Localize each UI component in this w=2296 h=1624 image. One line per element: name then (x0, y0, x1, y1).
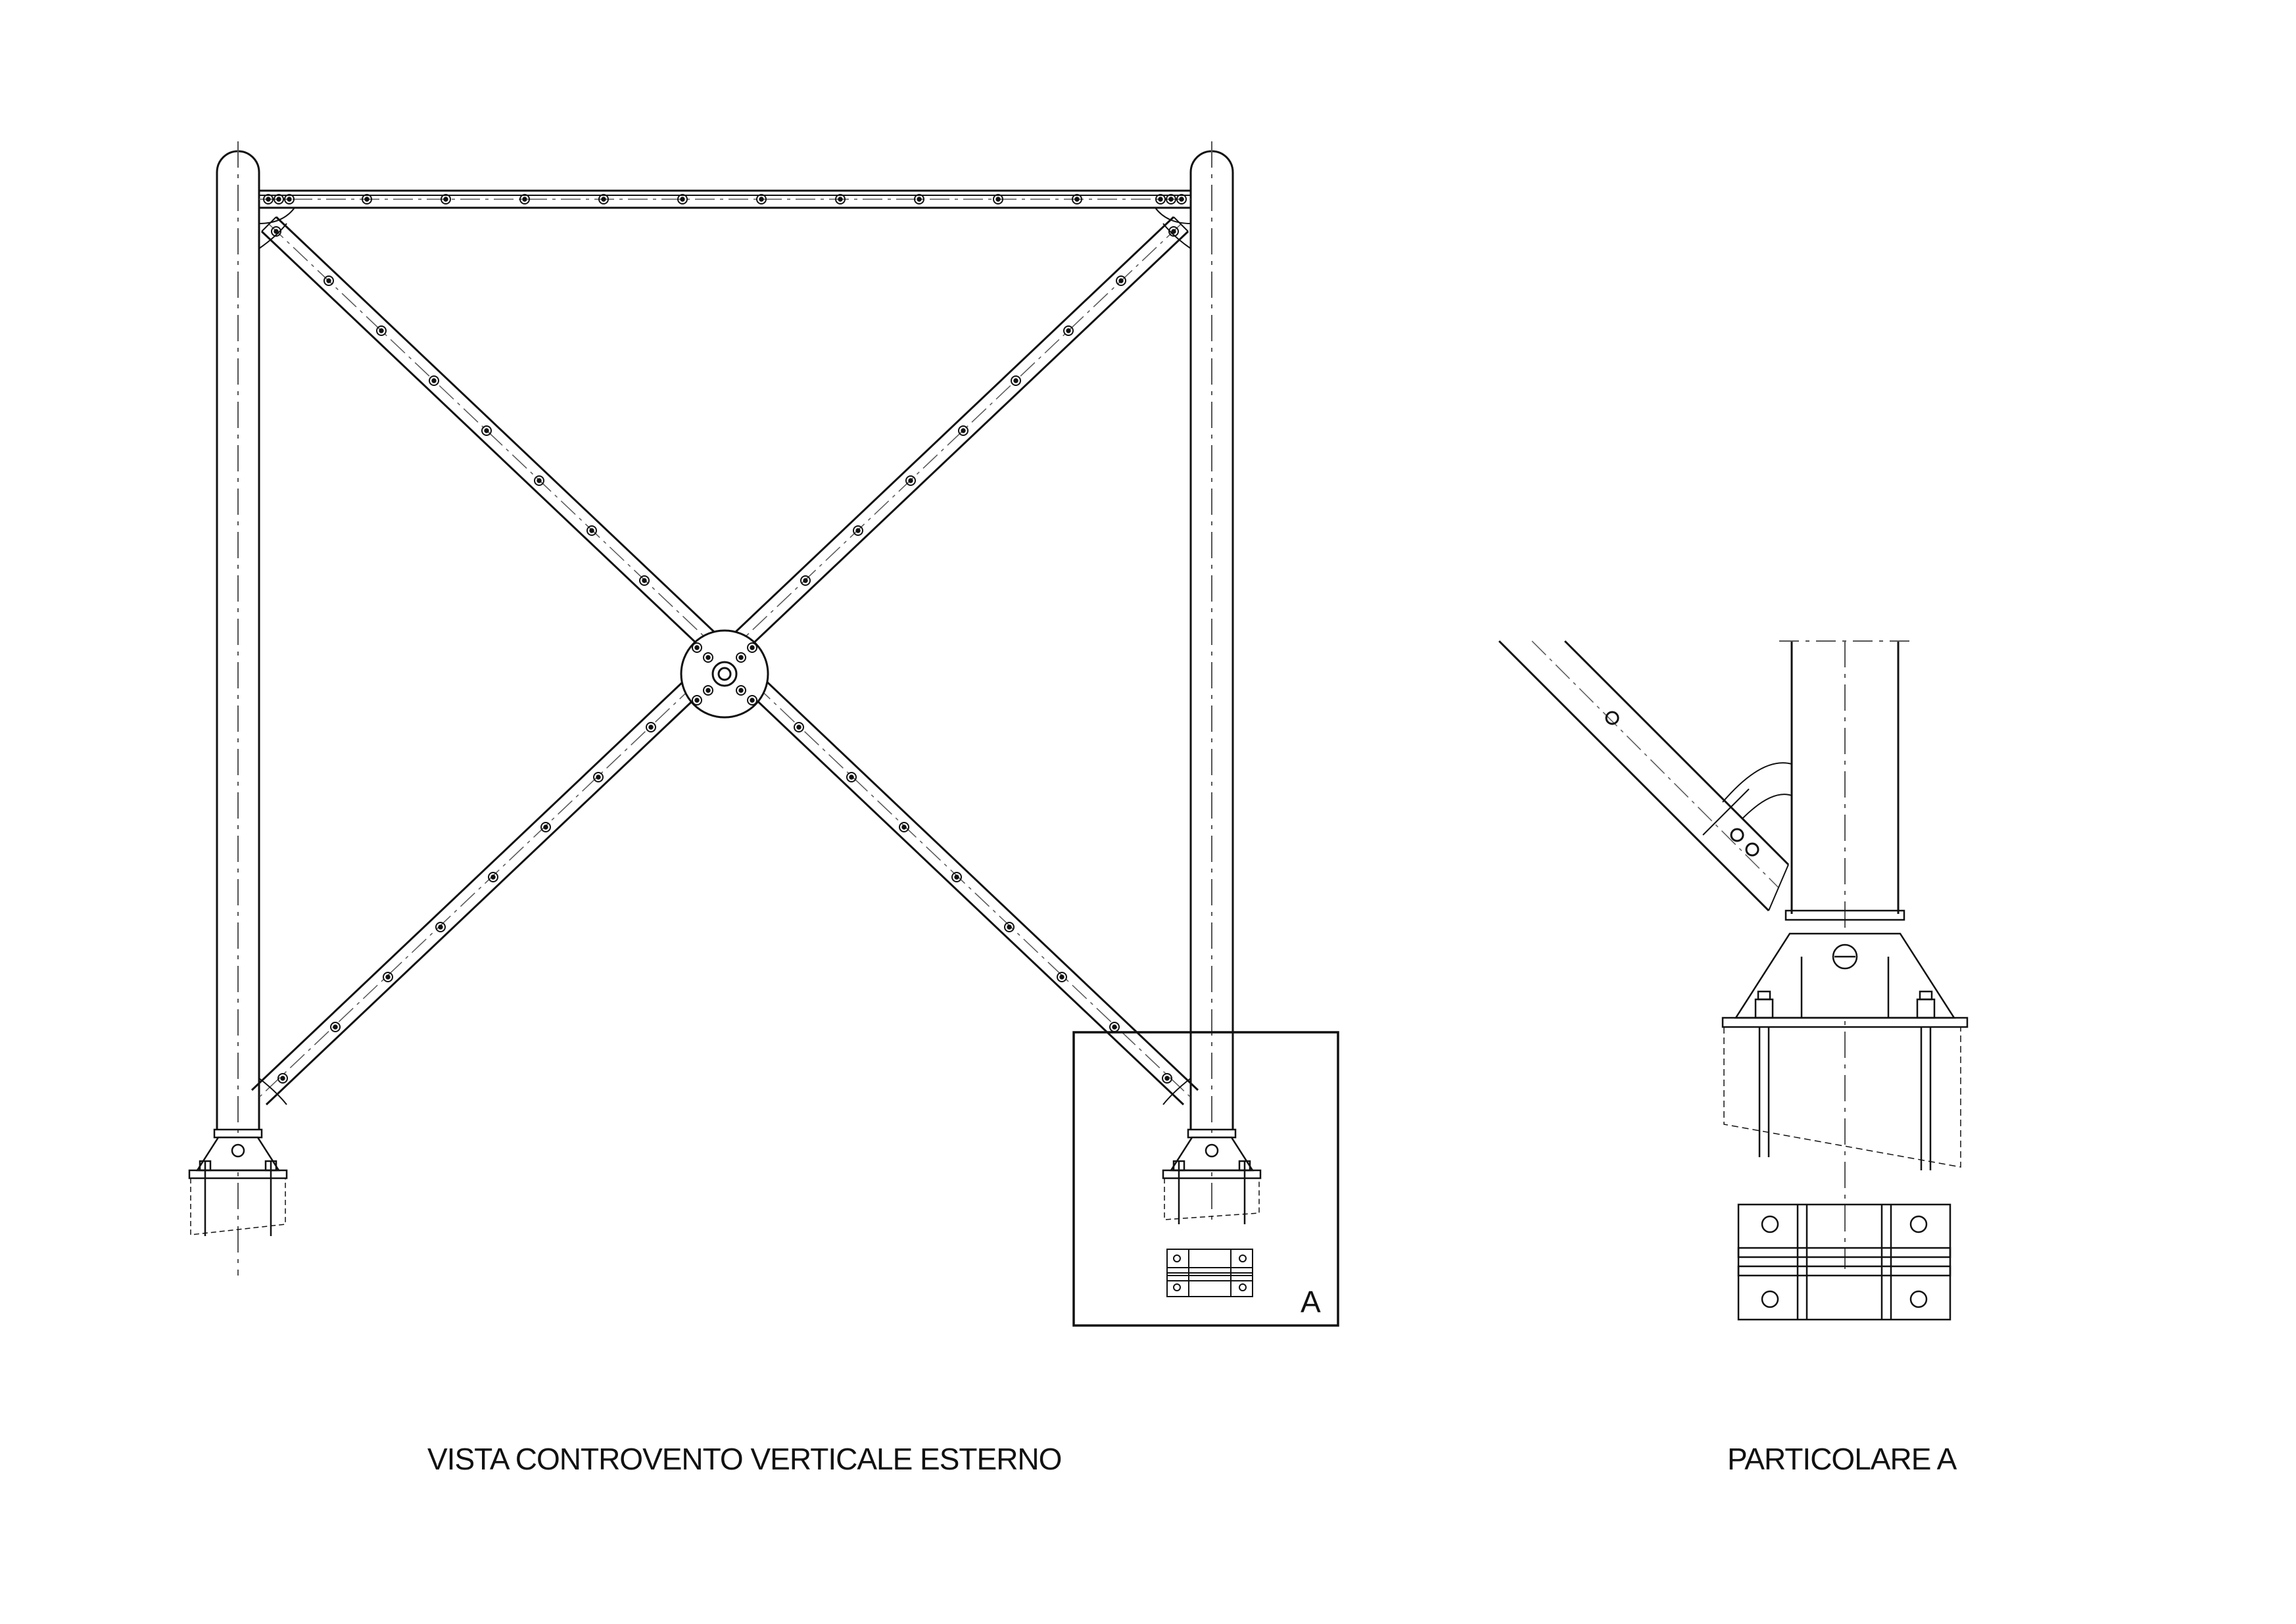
detail-base (1721, 909, 1969, 1170)
detail-view-title: PARTICOLARE A (1727, 1442, 1957, 1476)
main-view (188, 141, 1339, 1327)
detail-callout-frame (1072, 1031, 1339, 1327)
diagonal-end-plates (258, 216, 1191, 1105)
right-base (1162, 1128, 1262, 1224)
left-base (188, 1128, 288, 1236)
detail-view (1498, 640, 1969, 1321)
center-cross-plate (680, 629, 769, 719)
main-view-title: VISTA CONTROVENTO VERTICALE ESTERNO (427, 1442, 1062, 1476)
detail-base-plate-plan (1737, 1203, 1951, 1321)
left-column (216, 141, 260, 1276)
detail-callout-label: A (1301, 1285, 1321, 1319)
right-column (1189, 141, 1234, 1226)
top-beam (258, 189, 1192, 224)
detail-diagonal-brace (1498, 640, 1792, 912)
callout-base-plate-plan (1166, 1249, 1253, 1297)
